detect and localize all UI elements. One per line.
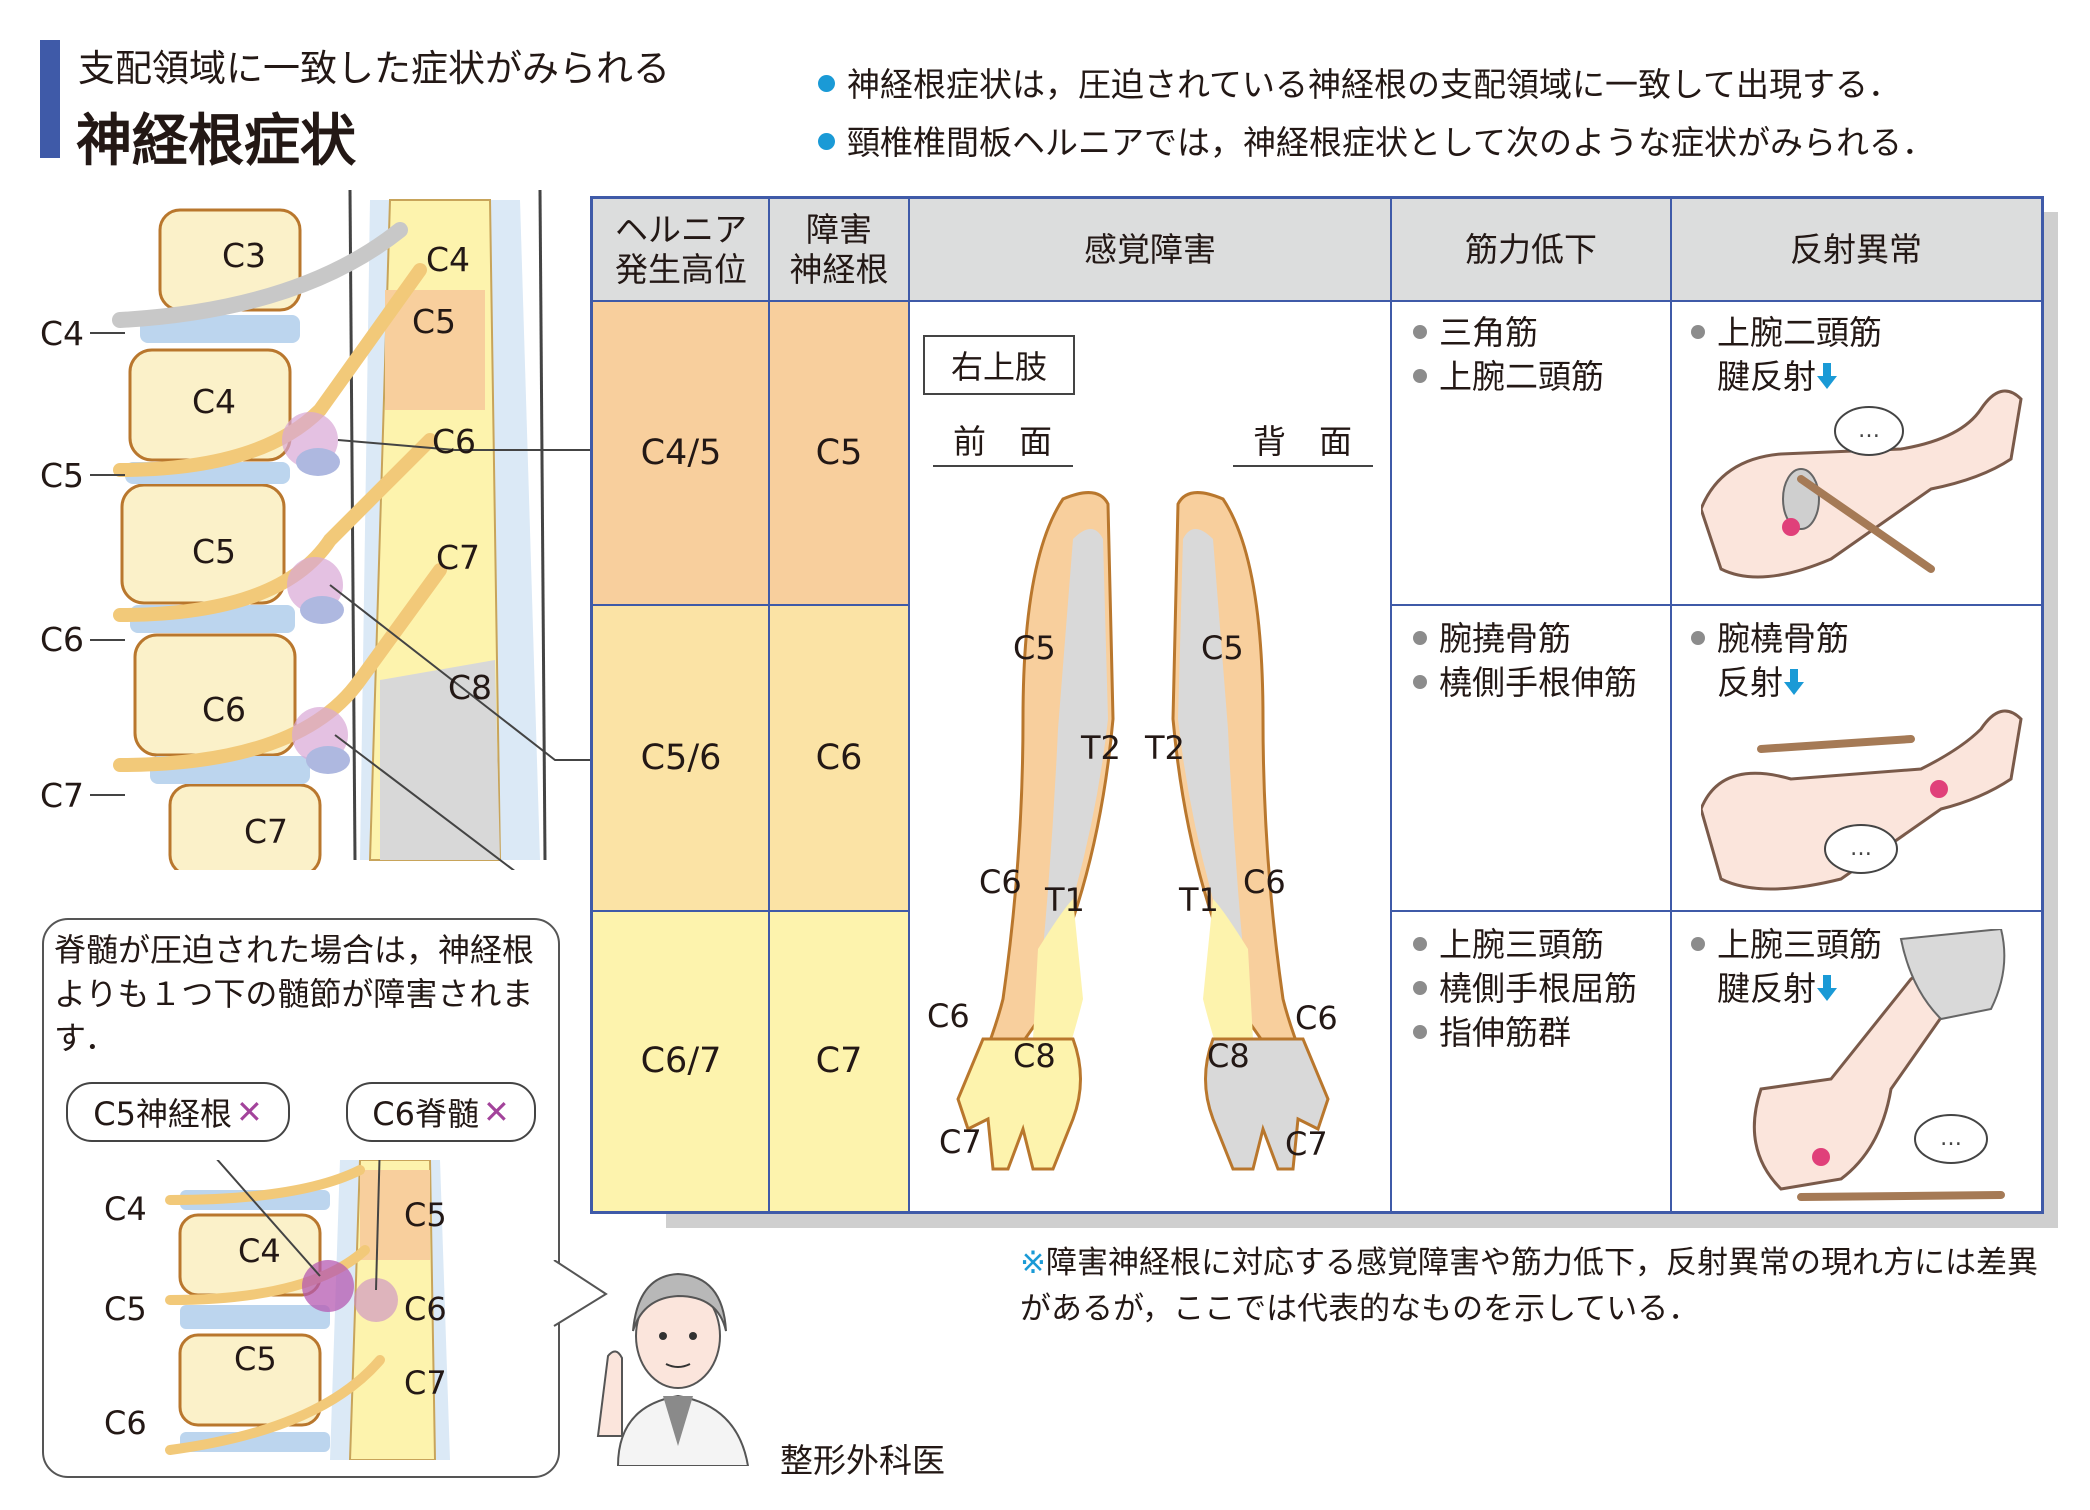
front-view-label: 前 面 (953, 422, 1052, 461)
dermatome-label: C7 (1285, 1125, 1328, 1163)
herniation-markers (282, 412, 350, 774)
intro-bullet-2: 頸椎椎間板ヘルニアでは，神経根症状として次のような症状がみられる． (818, 116, 1935, 164)
biceps-reflex-illustration: … (1701, 389, 2023, 579)
level-cell-c56: C5/6 (593, 605, 769, 911)
decrease-arrow-icon (1784, 668, 1804, 695)
dermatome-label: T2 (1145, 729, 1185, 767)
bullet-dot-icon (818, 75, 835, 92)
header-sensory: 感覚障害 (909, 199, 1391, 301)
bullet-dot-icon (1691, 324, 1705, 339)
muscle-list-c7: 上腕三頭筋 橈側手根屈筋 指伸筋群 (1413, 923, 1637, 1055)
bullet-dot-icon (1691, 630, 1705, 645)
root-cell-c7: C7 (769, 911, 909, 1211)
title-accent-bar (40, 40, 60, 158)
dermatome-label: C6 (979, 863, 1022, 901)
reflex-c6: 腕橈骨筋 反射 (1691, 617, 1849, 705)
bullet-dot-icon (1413, 1024, 1427, 1039)
page-subtitle: 支配領域に一致した症状がみられる (78, 47, 670, 90)
cord-label: C6 (432, 422, 477, 461)
symptom-table: ヘルニア 発生高位 障害 神経根 感覚障害 筋力低下 反射異常 C4/5 C5 … (590, 196, 2044, 1214)
dermatome-label: C6 (927, 997, 970, 1035)
bubble-text: … (1940, 1126, 1962, 1151)
bullet-dot-icon (818, 133, 835, 150)
bullet-dot-icon (1413, 324, 1427, 339)
header-reflex: 反射異常 (1671, 199, 2041, 301)
root-label-left: C5 (104, 1290, 147, 1328)
decrease-arrow-icon (1817, 362, 1837, 389)
vertebra-label: C7 (244, 812, 289, 851)
dermatome-label: C8 (1013, 1037, 1056, 1075)
dermatome-label: C6 (1295, 999, 1338, 1037)
decrease-arrow-icon (1817, 974, 1837, 1001)
bullet-dot-icon (1691, 936, 1705, 951)
brachioradialis-reflex-illustration: … (1701, 709, 2023, 891)
dermatome-label: C5 (1013, 629, 1056, 667)
dermatome-label: T1 (1179, 881, 1219, 919)
bullet-dot-icon (1413, 630, 1427, 645)
muscle-list-c5: 三角筋 上腕二頭筋 (1413, 311, 1604, 399)
vertebra-label: C5 (234, 1340, 277, 1378)
dermatome-arm-figure (956, 479, 1330, 1199)
doctor-illustration (596, 1272, 750, 1466)
root-label-left: C5 (40, 456, 85, 495)
triceps-reflex-illustration: … (1752, 929, 2006, 1201)
root-label-left: C4 (40, 314, 85, 353)
header-level: ヘルニア 発生高位 (593, 199, 769, 301)
limb-label: 右上肢 (923, 335, 1075, 395)
vertebra-c7 (168, 783, 322, 870)
cord-segment-c5 (385, 290, 485, 410)
pill-c5-root: C5神経根✕ (66, 1082, 290, 1142)
doctor-label: 整形外科医 (780, 1441, 945, 1480)
callout-text: 脊髄が圧迫された場合は，神経根よりも１つ下の髄節が障害されます． (54, 931, 535, 1057)
reflex-c7: 上腕三頭筋 腱反射 (1691, 923, 1882, 1011)
root-cell-c6: C6 (769, 605, 909, 911)
bullet-dot-icon (1413, 980, 1427, 995)
vertebra-label: C5 (192, 532, 237, 571)
dermatome-label: T1 (1045, 881, 1085, 919)
bullet-dot-icon (1413, 368, 1427, 383)
vertebra-label: C6 (202, 690, 247, 729)
root-cell-c5: C5 (769, 301, 909, 605)
bubble-text: … (1858, 418, 1880, 443)
x-mark-icon: ✕ (235, 1093, 263, 1131)
cord-label: C7 (404, 1364, 447, 1402)
vertebra-label: C4 (192, 382, 237, 421)
cord-label: C5 (404, 1196, 447, 1234)
dermatome-label: C5 (1201, 629, 1244, 667)
vertebra-label: C4 (238, 1232, 281, 1270)
dermatome-label: T2 (1081, 729, 1121, 767)
cord-label: C4 (426, 240, 471, 279)
callout-spine-closeup (165, 1160, 450, 1460)
intro-bullet-1: 神経根症状は，圧迫されている神経根の支配領域に一致して出現する． (818, 58, 1901, 106)
level-cell-c45: C4/5 (593, 301, 769, 605)
dermatome-label: C6 (1243, 863, 1286, 901)
pill-c6-cord: C6脊髄✕ (346, 1082, 536, 1142)
cord-label: C5 (412, 302, 457, 341)
page-title: 神経根症状 (76, 109, 356, 174)
header-muscle: 筋力低下 (1391, 199, 1671, 301)
root-label-left: C6 (40, 620, 85, 659)
back-view-label: 背 面 (1253, 422, 1352, 461)
reflex-c5: 上腕二頭筋 腱反射 (1691, 311, 1882, 399)
cord-label: C6 (404, 1290, 447, 1328)
cord-label: C8 (448, 668, 493, 707)
dermatome-label: C7 (939, 1123, 982, 1161)
bubble-text: … (1850, 836, 1872, 861)
x-mark-icon: ✕ (482, 1093, 510, 1131)
cord-segment-c8 (380, 660, 500, 860)
level-cell-c67: C6/7 (593, 911, 769, 1211)
bullet-dot-icon (1413, 674, 1427, 689)
cord-label: C7 (436, 538, 481, 577)
cervical-spine-illustration (90, 190, 600, 870)
footnote: ※障害神経根に対応する感覚障害や筋力低下，反射異常の現れ方には差異があるが，ここ… (1020, 1245, 2038, 1327)
header-root: 障害 神経根 (769, 199, 909, 301)
bullet-dot-icon (1413, 936, 1427, 951)
root-label-left: C4 (104, 1190, 147, 1228)
muscle-list-c6: 腕撓骨筋 橈側手根伸筋 (1413, 617, 1637, 705)
dermatome-label: C8 (1207, 1037, 1250, 1075)
vertebra-label: C3 (222, 236, 267, 275)
root-label-left: C6 (104, 1404, 147, 1442)
root-label-left: C7 (40, 776, 85, 815)
